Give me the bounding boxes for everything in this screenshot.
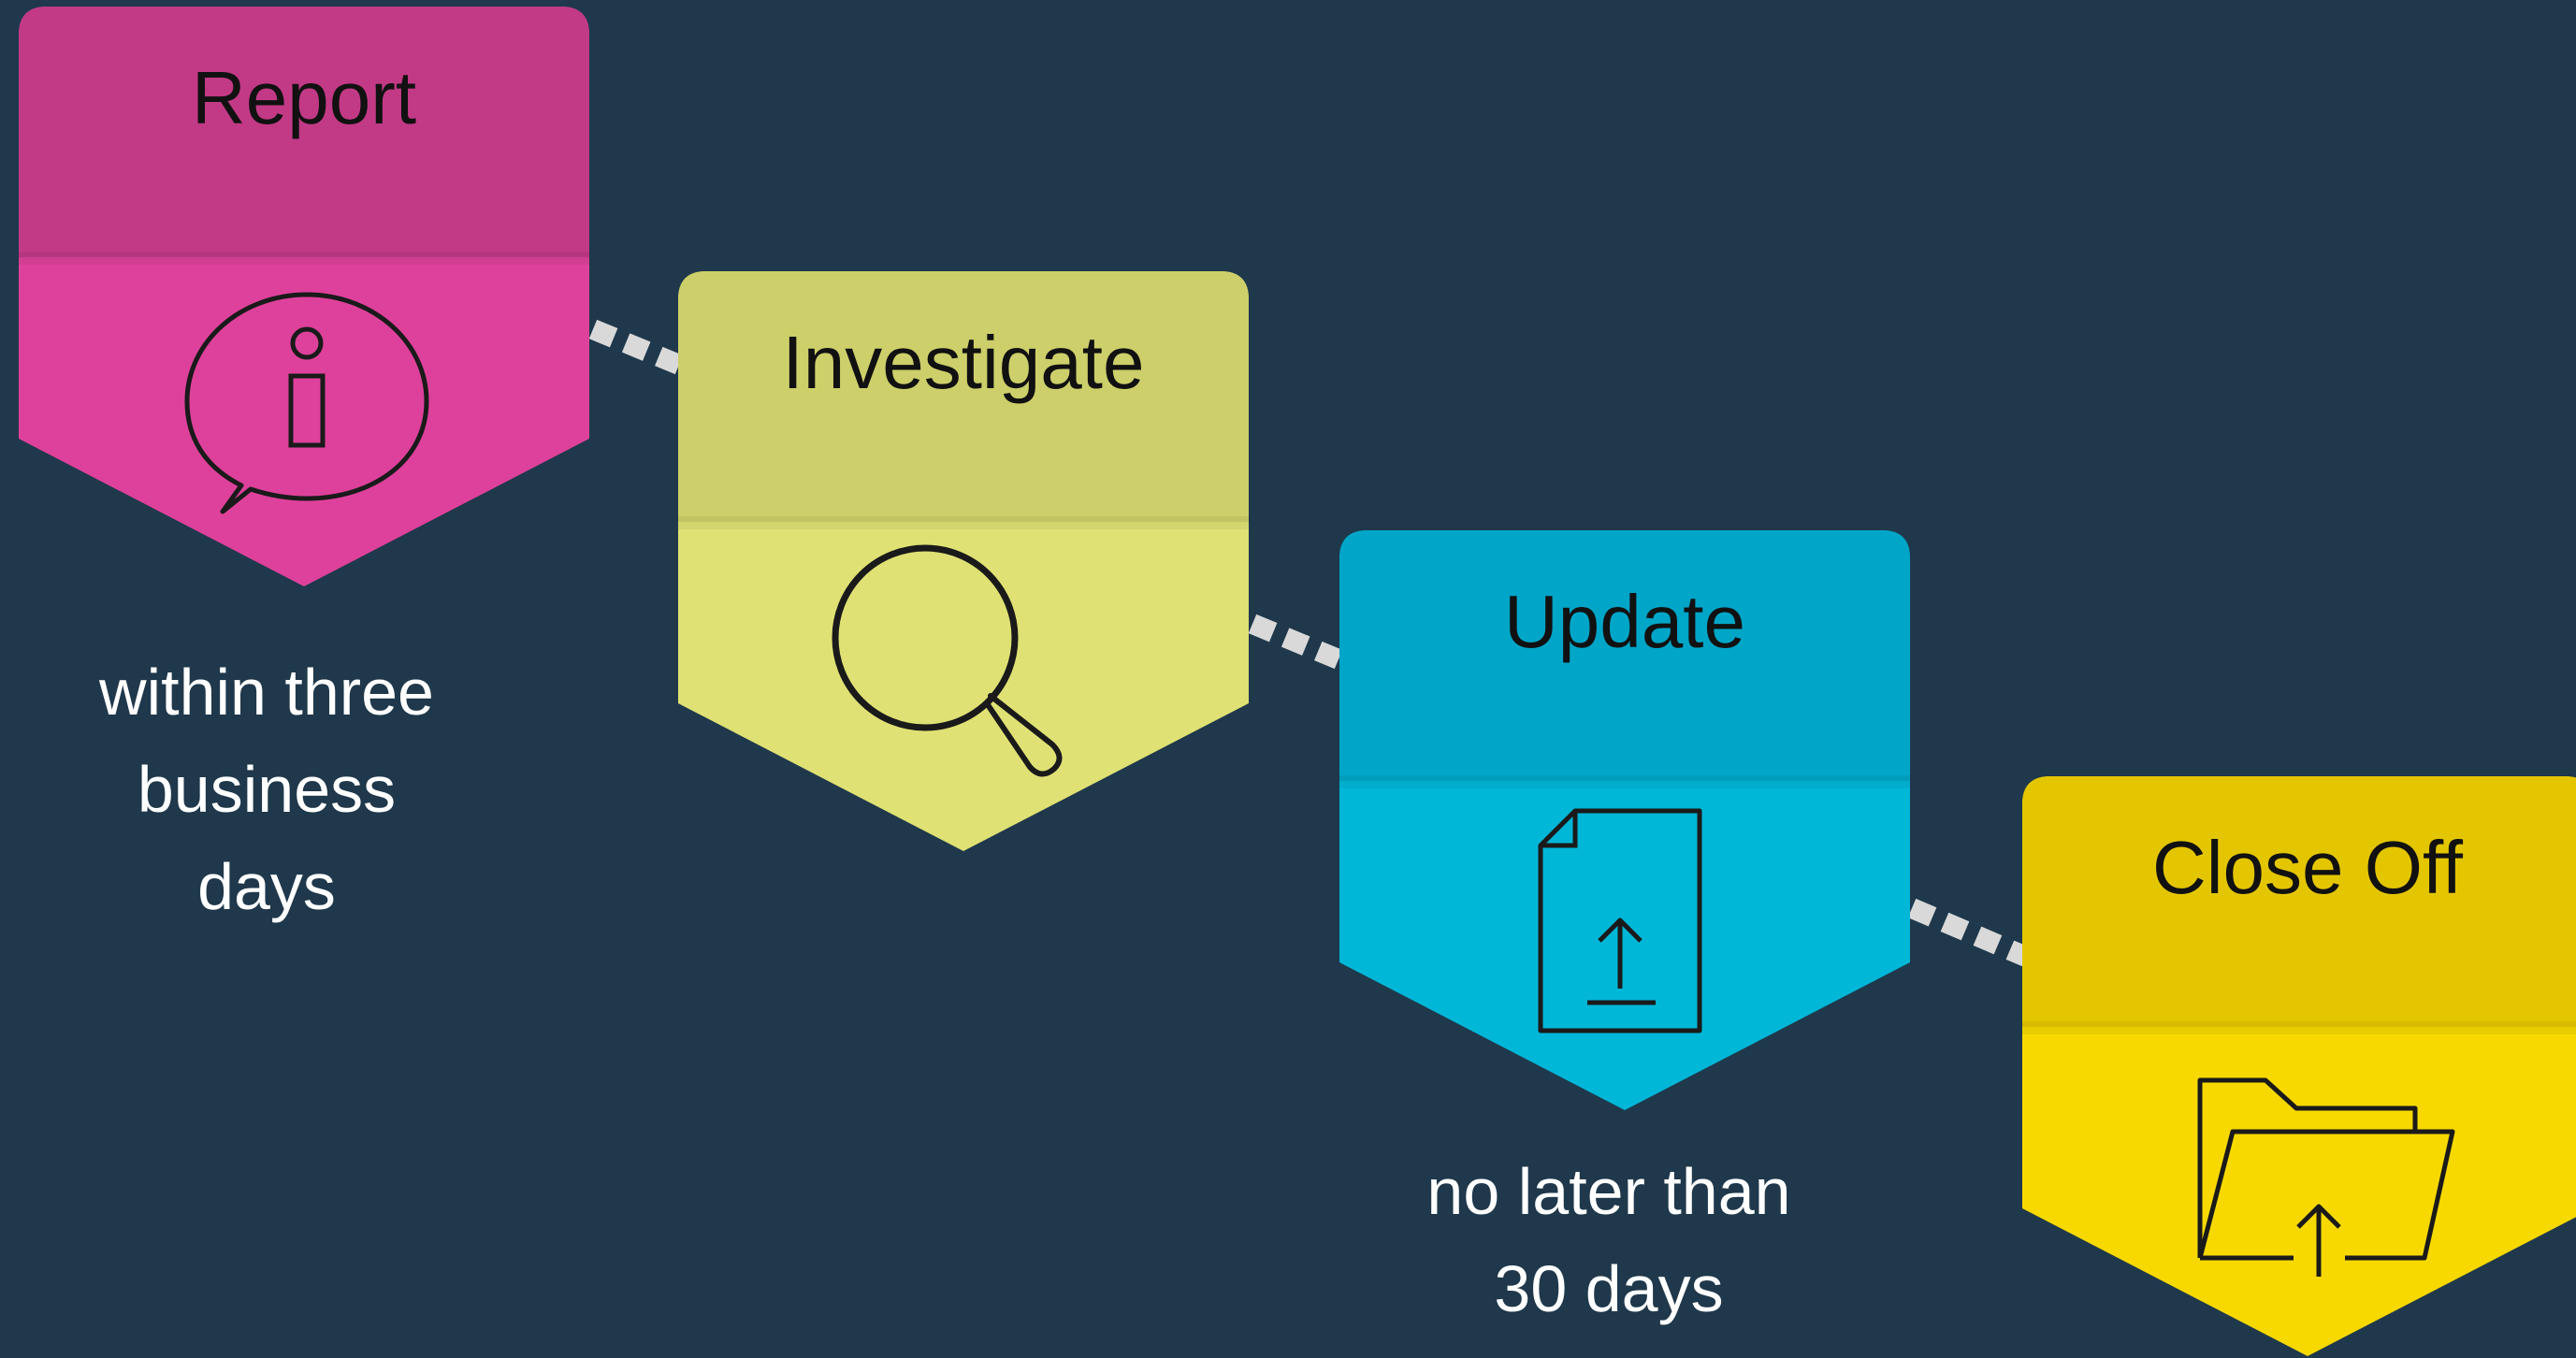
step-close-off: Close Off — [2022, 776, 2576, 1356]
connector-investigate-update — [1248, 614, 1343, 670]
step-update-shape — [1339, 530, 1910, 1110]
report-timing-line-1: within three — [99, 656, 434, 729]
step-investigate-shape — [678, 271, 1249, 851]
magnifying-glass-icon — [832, 544, 1063, 777]
document-upload-icon — [1538, 808, 1702, 1033]
step-update-label: Update — [1504, 580, 1745, 663]
step-report: Report — [19, 7, 589, 586]
update-timing-note: no later than 30 days — [1366, 1143, 1852, 1337]
step-update: Update — [1339, 530, 1910, 1110]
report-timing-line-3: days — [197, 850, 336, 923]
connector-update-closeoff — [1907, 898, 2031, 967]
step-report-label: Report — [191, 56, 417, 139]
step-investigate-label: Investigate — [782, 321, 1145, 404]
step-close-off-label: Close Off — [2152, 826, 2463, 909]
update-timing-line-1: no later than — [1426, 1155, 1791, 1228]
folder-upload-icon — [2197, 1077, 2455, 1277]
step-close-off-shape — [2022, 776, 2576, 1356]
connector-report-investigate — [588, 319, 684, 375]
step-investigate: Investigate — [678, 271, 1249, 851]
report-timing-note: within three business days — [37, 643, 496, 935]
info-speech-bubble-icon — [184, 292, 429, 514]
report-timing-line-2: business — [137, 753, 397, 826]
update-timing-line-2: 30 days — [1494, 1252, 1724, 1325]
